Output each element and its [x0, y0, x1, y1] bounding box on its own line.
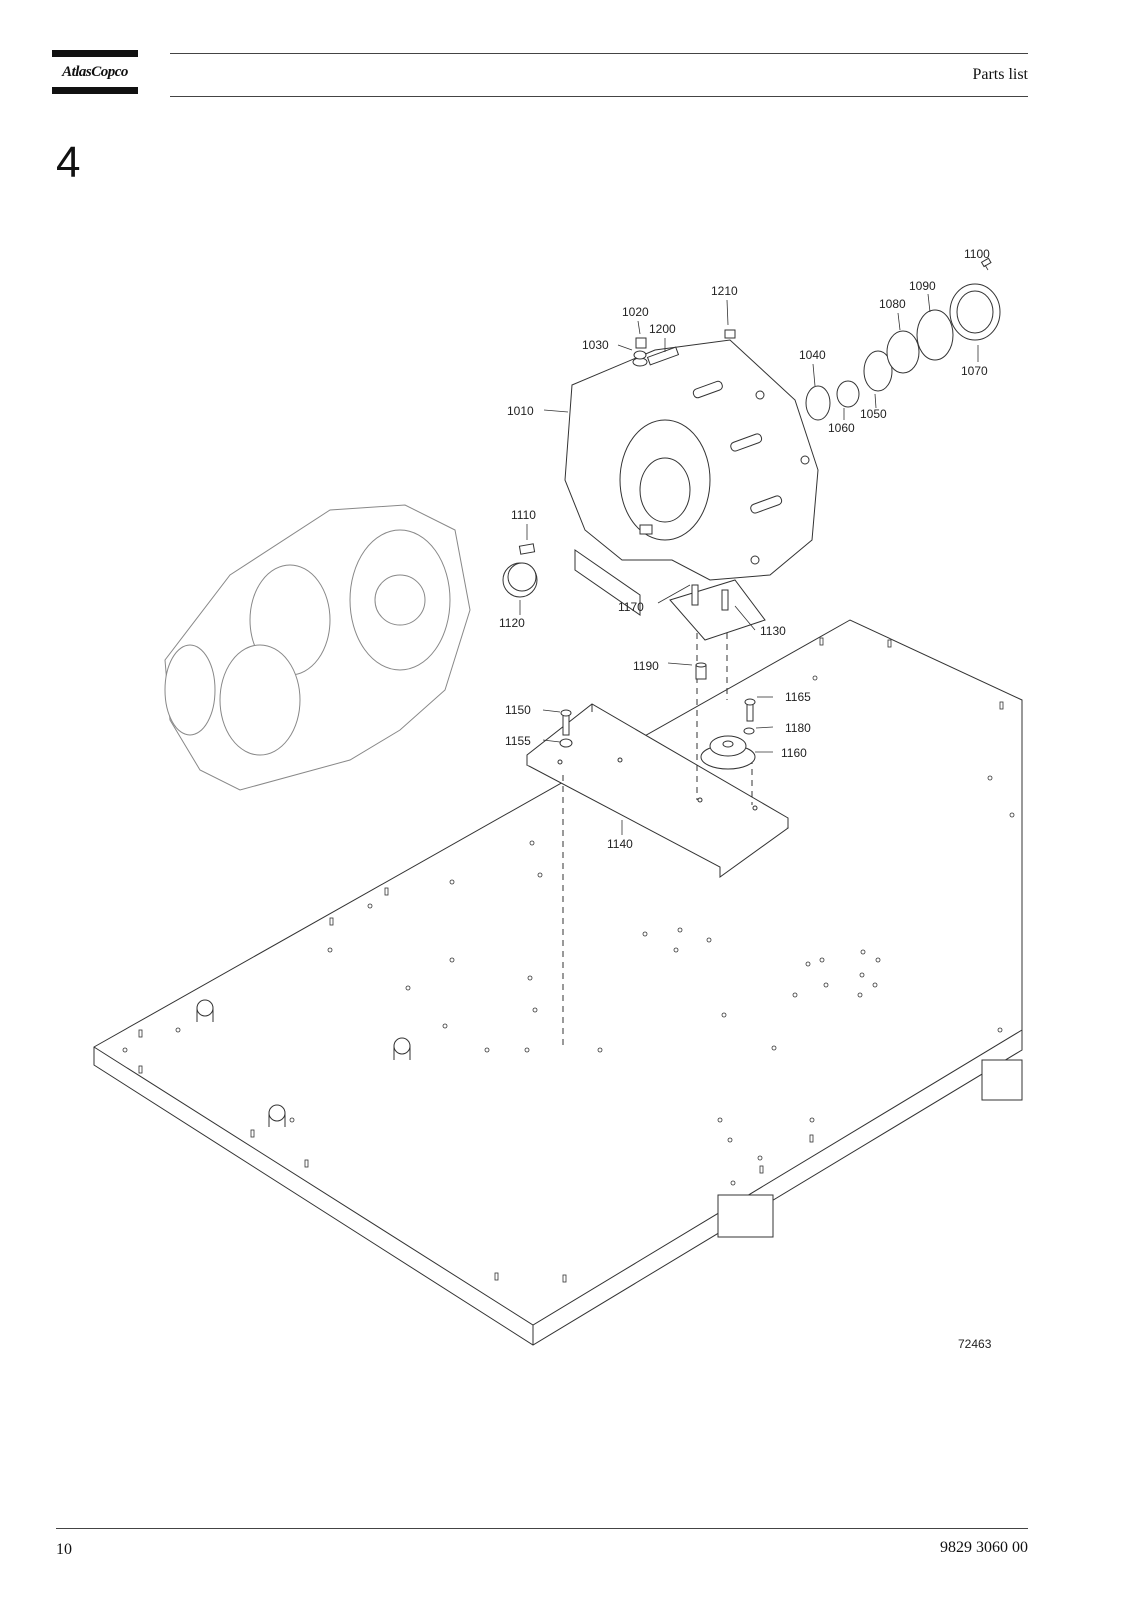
callout-1180: 1180	[785, 721, 811, 735]
footer-rule	[56, 1528, 1028, 1529]
document-number: 9829 3060 00	[940, 1539, 1028, 1556]
callout-1110: 1110	[511, 508, 536, 522]
callout-1210: 1210	[711, 284, 738, 298]
callout-1040: 1040	[799, 348, 826, 362]
callout-1010: 1010	[507, 404, 534, 418]
callout-1200: 1200	[649, 322, 676, 336]
key-and-cap	[502, 543, 538, 598]
exploded-seal-parts	[633, 257, 1001, 421]
header-rule-bottom	[170, 96, 1028, 97]
page-number: 10	[56, 1541, 72, 1558]
logo-text: AtlasCopco	[62, 64, 128, 80]
leader-lines	[519, 264, 989, 835]
gear-housing	[564, 329, 819, 641]
callout-1020: 1020	[622, 305, 649, 319]
compressor-element	[164, 504, 471, 791]
logo-bar-bottom	[52, 87, 138, 94]
callout-1050: 1050	[860, 407, 887, 421]
callout-1190: 1190	[633, 659, 659, 673]
callout-1030: 1030	[582, 338, 609, 352]
callout-1080: 1080	[879, 297, 906, 311]
callout-1090: 1090	[909, 279, 936, 293]
anti-vibration-mount	[559, 662, 756, 770]
callout-1155: 1155	[505, 734, 531, 748]
callout-1150: 1150	[505, 703, 531, 717]
callout-1170: 1170	[618, 600, 644, 614]
callout-1100: 1100	[964, 247, 990, 261]
mounting-bracket	[526, 703, 789, 878]
callout-1070: 1070	[961, 364, 988, 378]
header-title: Parts list	[972, 66, 1028, 83]
base-frame	[93, 619, 1023, 1346]
callout-labels: 1100 1090 1080 1070 1210 1020 1200 1030 …	[499, 247, 992, 1351]
callout-1120: 1120	[499, 616, 525, 630]
header-rule-top	[170, 53, 1028, 54]
callout-1140: 1140	[607, 837, 633, 851]
logo-bar-top	[52, 50, 138, 57]
section-number: 4	[56, 138, 81, 187]
callout-1130: 1130	[760, 624, 786, 638]
callout-1060: 1060	[828, 421, 855, 435]
callout-1160: 1160	[781, 746, 807, 760]
callout-1165: 1165	[785, 690, 811, 704]
alignment-lines	[562, 622, 753, 1048]
atlas-copco-logo: AtlasCopco	[52, 50, 138, 94]
figure-number: 72463	[958, 1337, 992, 1351]
